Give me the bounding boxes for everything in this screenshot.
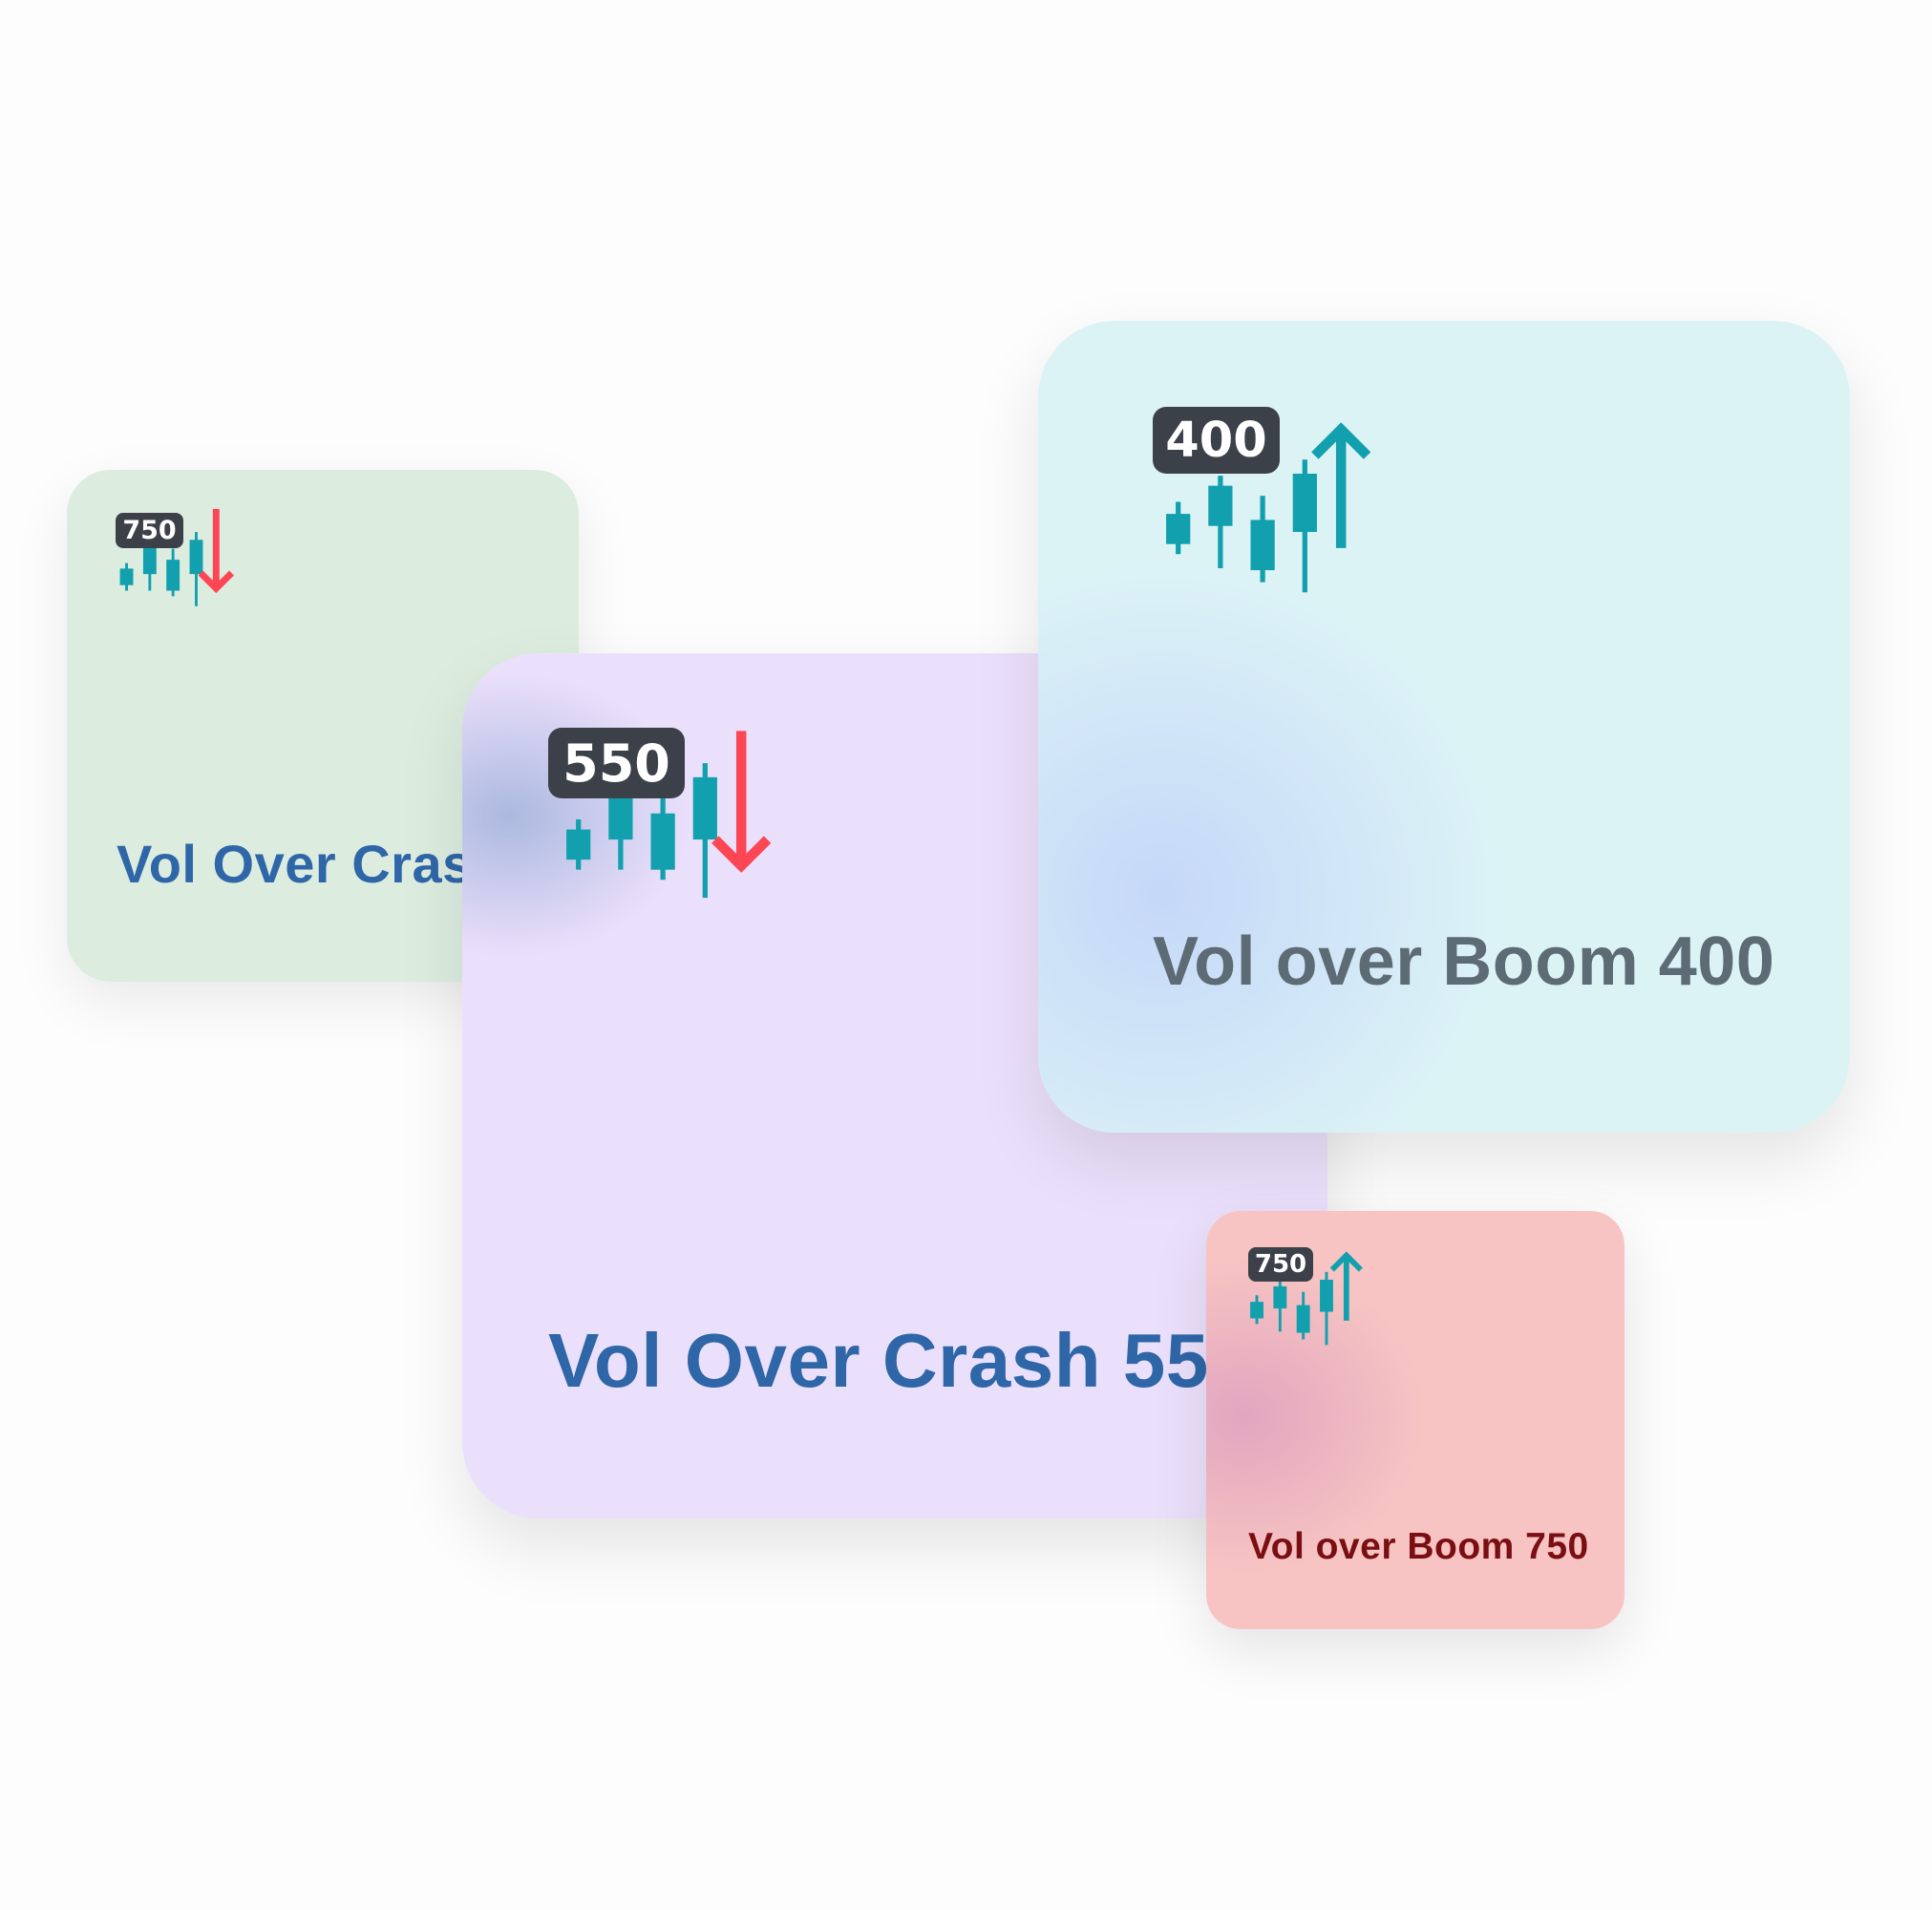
level-badge: 550 [548,728,685,798]
card-title: Vol over Boom 750 [1248,1526,1589,1567]
candlestick-chart-icon [1250,1271,1333,1346]
arrow-up-icon [1311,422,1371,548]
arrow-up-icon [1329,1251,1363,1321]
glow-highlight [1038,560,1506,1133]
market-card-vol-over-boom-400[interactable]: 400 Vol over Boom 400 [1038,321,1850,1133]
candlestick-up-icon [1250,1251,1363,1346]
level-badge: 750 [1248,1247,1313,1282]
card-title: Vol over Boom 400 [1153,923,1775,1000]
candlestick-chart-icon [119,532,203,606]
candlestick-up-icon [1166,422,1371,593]
candlestick-chart-icon [1166,459,1317,593]
arrow-down-icon [198,508,234,594]
level-badge: 400 [1153,407,1280,474]
arrow-down-icon [711,731,772,873]
card-title: Vol Over Crash 550 [548,1318,1252,1403]
candlestick-down-icon [119,508,234,606]
level-badge: 750 [116,513,183,548]
market-card-vol-over-boom-750[interactable]: 750 Vol over Boom 750 [1206,1211,1624,1629]
